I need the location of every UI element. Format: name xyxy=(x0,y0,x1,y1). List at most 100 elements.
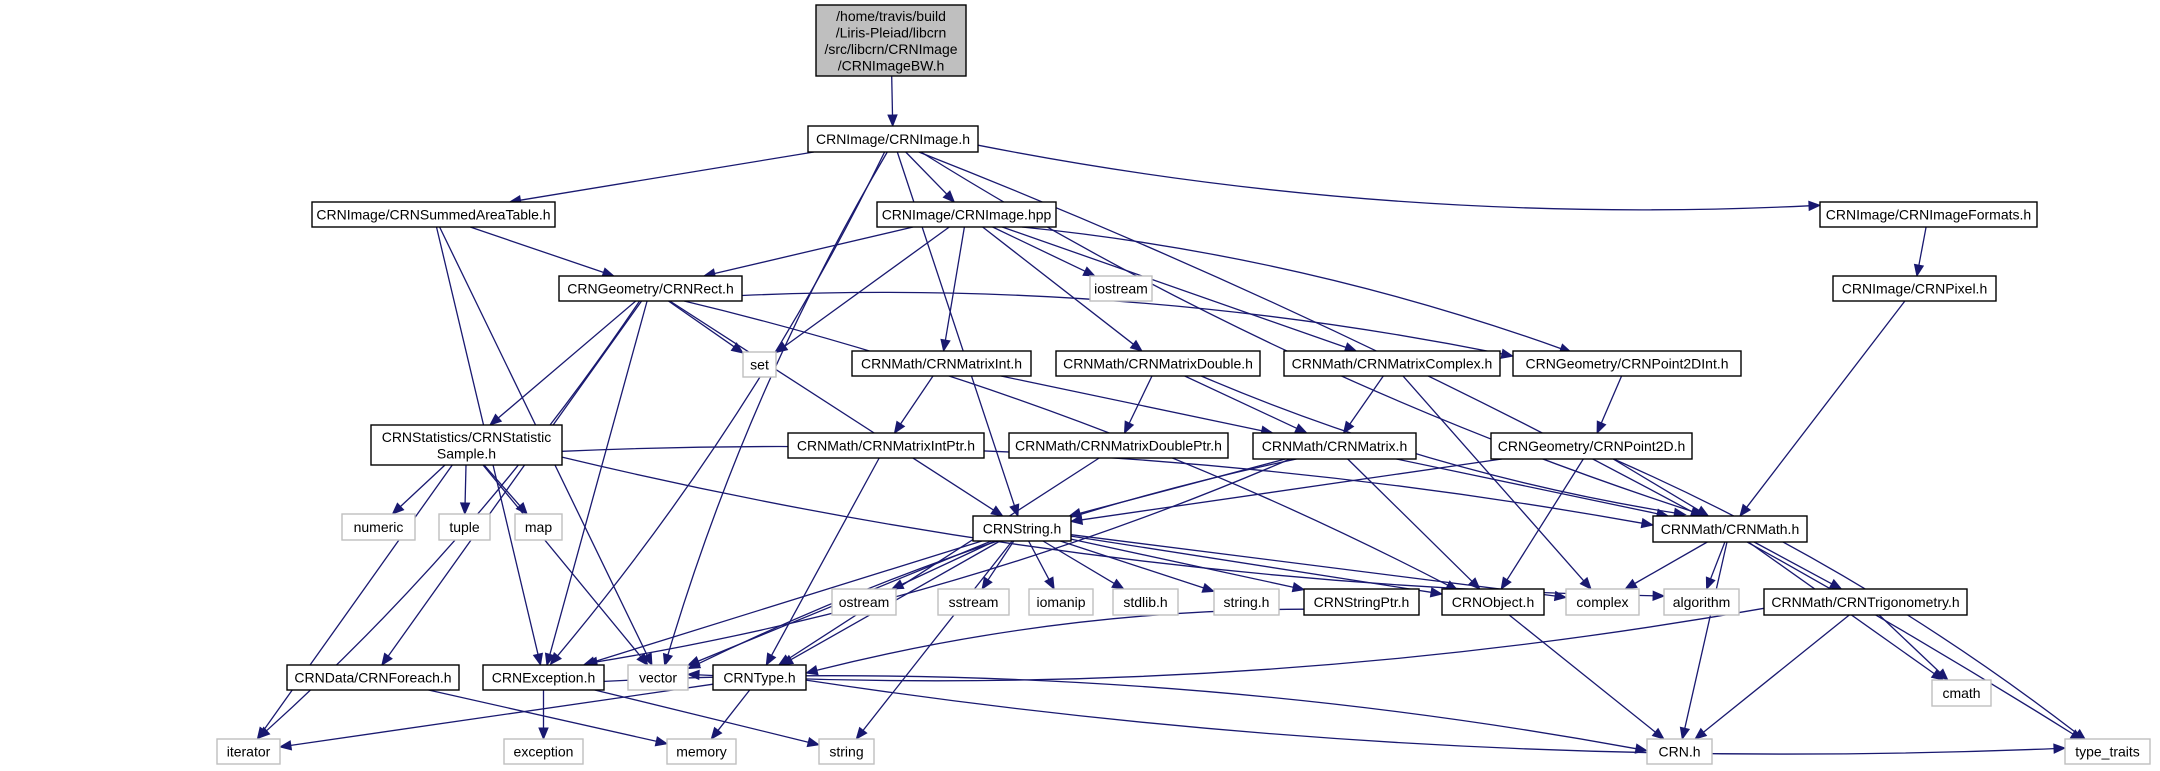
node-box xyxy=(438,513,491,541)
node-matrix[interactable]: CRNMath/CRNMatrix.h xyxy=(1252,432,1417,460)
edge-mintptr-to-type xyxy=(765,457,880,667)
arrowhead-icon xyxy=(774,341,789,354)
edge-math-to-complex xyxy=(1624,541,1708,590)
edge-line xyxy=(482,464,642,657)
node-box xyxy=(851,350,1032,377)
node-formats[interactable]: CRNImage/CRNImageFormats.h xyxy=(1819,201,2038,228)
edge-line xyxy=(1028,540,1050,580)
node-label: algorithm xyxy=(1673,594,1731,610)
node-label: /src/libcrn/CRNImage xyxy=(824,41,957,57)
node-cmath: cmath xyxy=(1931,679,1992,707)
edge-string_h-to-ostream xyxy=(890,540,996,590)
node-sat[interactable]: CRNImage/CRNSummedAreaTable.h xyxy=(311,201,556,228)
node-rect[interactable]: CRNGeometry/CRNRect.h xyxy=(558,275,743,302)
node-string: string xyxy=(818,738,875,765)
edge-mcomplex-to-complex xyxy=(1402,375,1592,590)
node-string-h[interactable]: CRNString.h xyxy=(972,515,1072,542)
node-box xyxy=(370,424,563,466)
edge-line xyxy=(862,540,1013,731)
node-vector: vector xyxy=(627,664,689,691)
edge-line xyxy=(992,226,1086,272)
node-box xyxy=(514,513,563,541)
node-label: CRNImage/CRNPixel.h xyxy=(1842,281,1987,297)
edge-line xyxy=(290,683,714,747)
edge-image_h-to-sat xyxy=(508,151,815,206)
edge-exception_h-to-string xyxy=(594,689,821,748)
node-math[interactable]: CRNMath/CRNMath.h xyxy=(1652,515,1808,543)
node-box xyxy=(1490,432,1693,460)
arrowhead-icon xyxy=(1429,587,1444,598)
node-object[interactable]: CRNObject.h xyxy=(1441,588,1545,616)
node-label: vector xyxy=(639,670,677,686)
node-mint[interactable]: CRNMath/CRNMatrixInt.h xyxy=(851,350,1032,377)
edge-line xyxy=(668,300,735,348)
node-exception-h[interactable]: CRNException.h xyxy=(482,664,605,691)
arrowhead-icon xyxy=(1739,503,1752,518)
edge-math-to-trig xyxy=(1753,541,1843,590)
node-label: CRNImage/CRNImage.hpp xyxy=(882,207,1052,223)
node-type-traits: type_traits xyxy=(2064,738,2151,765)
edge-string_h-to-complex xyxy=(1070,534,1568,602)
node-label: iterator xyxy=(227,744,271,760)
node-label: exception xyxy=(514,744,574,760)
arrowhead-icon xyxy=(538,727,549,741)
node-box xyxy=(1303,588,1420,616)
node-label: ostream xyxy=(839,594,890,610)
node-iomanip: iomanip xyxy=(1028,588,1094,616)
edge-line xyxy=(557,151,886,657)
node-label: CRNException.h xyxy=(492,670,596,686)
node-p2dint[interactable]: CRNGeometry/CRNPoint2DInt.h xyxy=(1512,350,1742,377)
node-mcomplex[interactable]: CRNMath/CRNMatrixComplex.h xyxy=(1283,350,1501,377)
node-ostream: ostream xyxy=(831,588,897,616)
arrowhead-icon xyxy=(1694,727,1708,740)
node-label: iostream xyxy=(1094,281,1148,297)
edge-line xyxy=(987,540,1015,581)
arrowhead-icon xyxy=(488,413,503,426)
node-mdoubleptr[interactable]: CRNMath/CRNMatrixDoublePtr.h xyxy=(1008,432,1229,459)
node-box xyxy=(742,351,777,378)
node-label: complex xyxy=(1576,594,1628,610)
node-box xyxy=(627,664,689,691)
node-foreach[interactable]: CRNData/CRNForeach.h xyxy=(286,664,460,691)
node-crn: CRN.h xyxy=(1646,738,1713,765)
node-mdouble[interactable]: CRNMath/CRNMatrixDouble.h xyxy=(1055,350,1261,377)
node-mintptr[interactable]: CRNMath/CRNMatrixIntPtr.h xyxy=(787,432,985,459)
edge-rect-to-p2dint xyxy=(741,291,1515,359)
node-bw[interactable]: /home/travis/build/Liris-Pleiad/libcrn/s… xyxy=(815,4,967,77)
edge-type-to-iterator xyxy=(278,683,714,751)
edge-line xyxy=(428,689,657,742)
node-box xyxy=(712,664,807,691)
node-iterator: iterator xyxy=(216,738,281,765)
edge-string_h-to-string xyxy=(855,540,1013,741)
edge-foreach-to-memory xyxy=(428,689,669,747)
edge-line xyxy=(891,75,894,116)
node-p2d[interactable]: CRNGeometry/CRNPoint2D.h xyxy=(1490,432,1693,460)
node-image-h[interactable]: CRNImage/CRNImage.h xyxy=(807,125,979,153)
node-box xyxy=(341,513,416,541)
edge-line xyxy=(1613,458,2078,734)
node-strptr[interactable]: CRNStringPtr.h xyxy=(1303,588,1420,616)
edge-line xyxy=(1396,458,1658,515)
node-pixel[interactable]: CRNImage/CRNPixel.h xyxy=(1832,275,1997,302)
edge-line xyxy=(816,608,1305,671)
edge-line xyxy=(1042,540,1115,584)
edge-line xyxy=(1746,300,1906,508)
node-box xyxy=(1213,588,1280,616)
node-type[interactable]: CRNType.h xyxy=(712,664,807,691)
node-label: sstream xyxy=(949,594,999,610)
node-label: Sample.h xyxy=(437,445,496,461)
node-box xyxy=(286,664,460,691)
node-trig[interactable]: CRNMath/CRNTrigonometry.h xyxy=(1763,588,1968,616)
node-image-hpp[interactable]: CRNImage/CRNImage.hpp xyxy=(876,201,1057,228)
node-box xyxy=(1763,588,1968,616)
edge-sat-to-rect xyxy=(469,226,616,278)
arrowhead-icon xyxy=(1579,576,1592,590)
nodes-layer: /home/travis/build/Liris-Pleiad/libcrn/s… xyxy=(216,4,2151,765)
arrowhead-icon xyxy=(544,652,556,667)
edge-image_hpp-to-iostream xyxy=(992,226,1097,277)
arrowhead-icon xyxy=(765,652,777,667)
arrowhead-icon xyxy=(804,665,819,676)
arrowhead-icon xyxy=(1640,517,1655,529)
arrowhead-icon xyxy=(981,576,993,591)
